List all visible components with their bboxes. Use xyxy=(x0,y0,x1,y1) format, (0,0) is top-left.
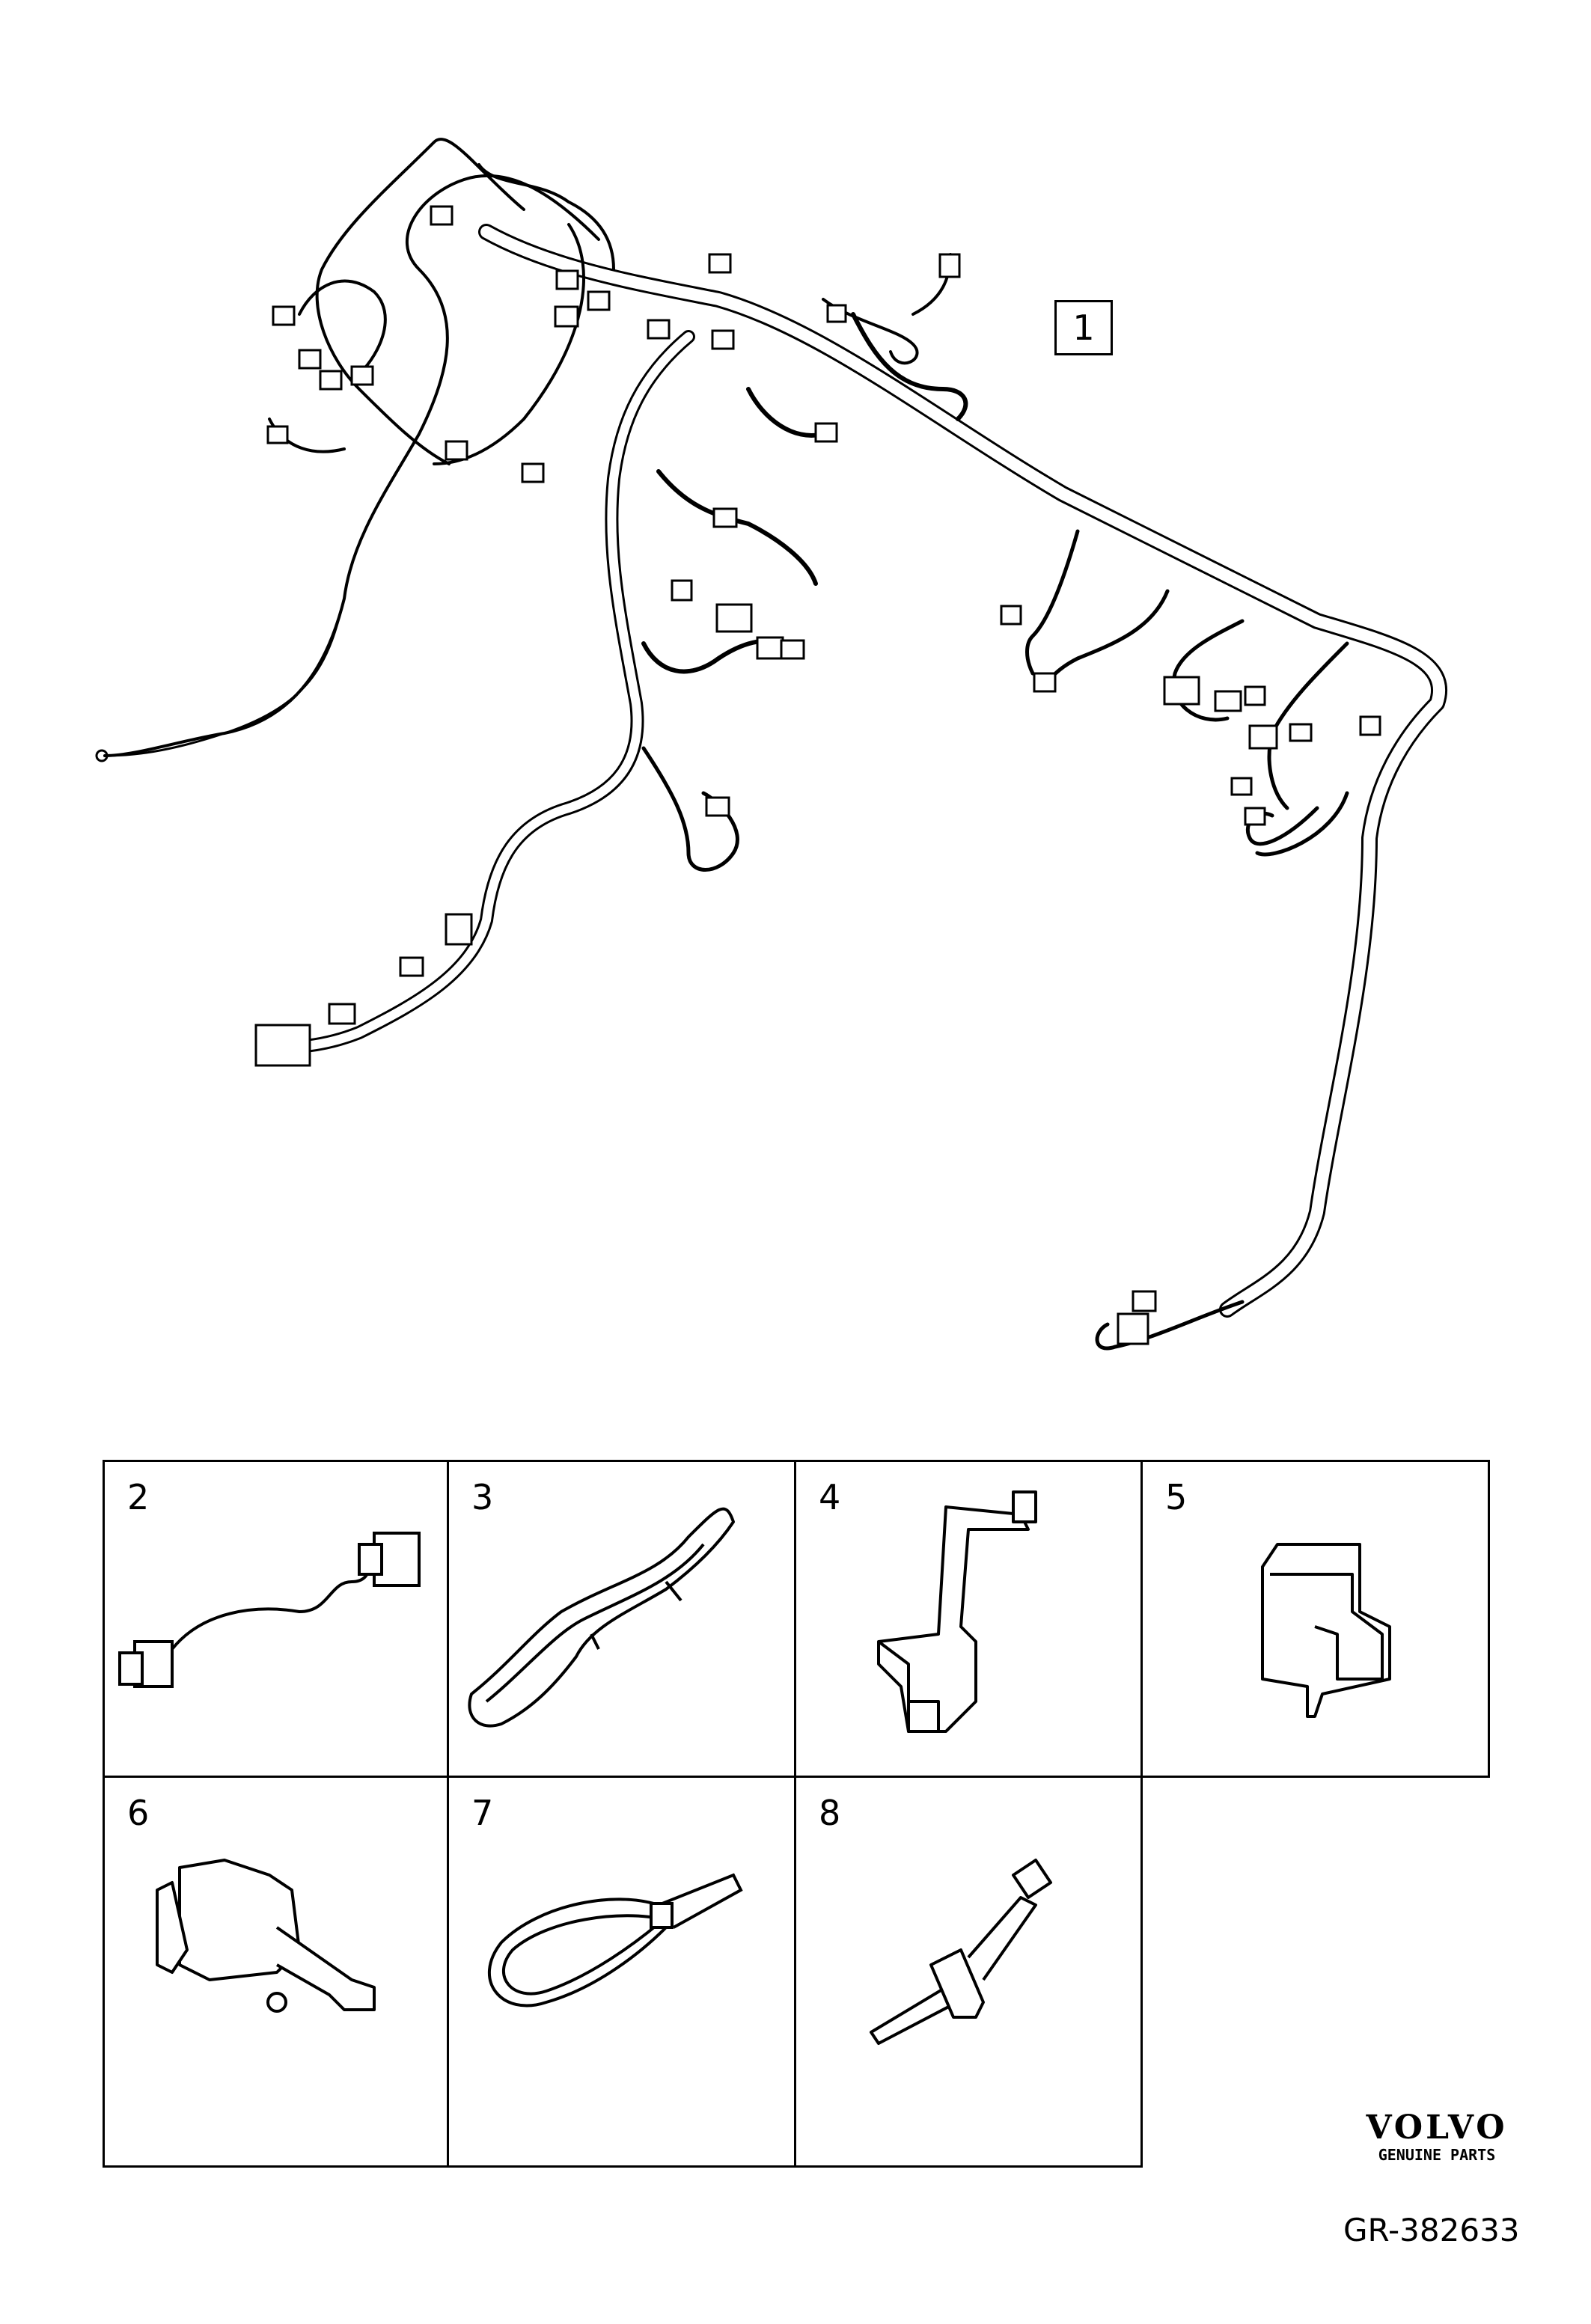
part-number: 3 xyxy=(471,1477,494,1517)
part-number: 4 xyxy=(819,1477,841,1517)
brand-logo: VOLVO xyxy=(1366,2109,1508,2147)
tie-clip-icon xyxy=(870,1859,1052,2045)
brand-tagline: GENUINE PARTS xyxy=(1378,2146,1496,2164)
part-cell-7[interactable]: 7 xyxy=(447,1776,796,2168)
bracket-icon xyxy=(877,1490,1037,1733)
part-number: 8 xyxy=(819,1793,841,1833)
part-number: 2 xyxy=(127,1477,150,1517)
part-cell-8[interactable]: 8 xyxy=(794,1776,1143,2168)
main-part-callout: 1 xyxy=(1054,300,1113,355)
cable-channel-icon xyxy=(468,1507,735,1728)
wiring-harness-illustration xyxy=(95,138,1447,1351)
part-number: 5 xyxy=(1165,1477,1188,1517)
part-cell-6[interactable]: 6 xyxy=(103,1776,449,2168)
figure-code: GR-382633 xyxy=(1343,2212,1520,2248)
clip-icon xyxy=(1261,1543,1391,1718)
part-number: 7 xyxy=(471,1793,494,1833)
part-cell-3[interactable]: 3 xyxy=(447,1460,796,1778)
plug-cap-icon xyxy=(156,1859,376,2013)
part-cell-2[interactable]: 2 xyxy=(103,1460,449,1778)
wire-connector-icon xyxy=(118,1532,421,1688)
part-cell-5[interactable]: 5 xyxy=(1140,1460,1490,1778)
part-number: 6 xyxy=(127,1793,150,1833)
cable-tie-icon xyxy=(487,1873,743,2007)
part-cell-4[interactable]: 4 xyxy=(794,1460,1143,1778)
